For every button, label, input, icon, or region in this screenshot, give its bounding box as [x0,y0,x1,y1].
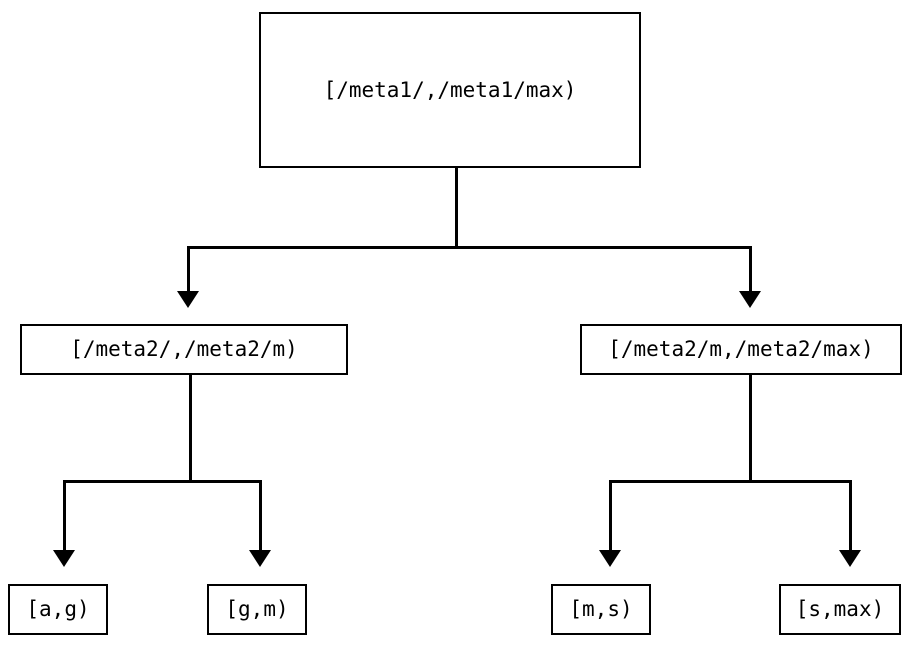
connector-mid-right-to-leaf-smax [849,480,852,551]
connector-mid-left-to-leaf-ag [63,480,66,551]
tree-node-leaf-ag-label: [a,g) [26,597,90,621]
arrowhead-root-to-mid-left-icon [177,291,199,308]
connector-root-stem [455,168,458,249]
tree-node-mid-left-label: [/meta2/,/meta2/m) [70,337,298,361]
connector-root-to-mid-right [749,246,752,292]
arrowhead-mid-right-to-leaf-smax-icon [839,550,861,567]
connector-mid-right-stem [749,375,752,483]
tree-node-leaf-ag[interactable]: [a,g) [8,584,108,635]
tree-node-mid-right-label: [/meta2/m,/meta2/max) [608,337,874,361]
arrowhead-root-to-mid-right-icon [739,291,761,308]
connector-mid-left-stem [189,375,192,483]
connector-root-bar [187,246,752,249]
tree-node-root-label: [/meta1/,/meta1/max) [323,77,577,102]
tree-node-root[interactable]: [/meta1/,/meta1/max) [259,12,641,168]
tree-node-leaf-smax[interactable]: [s,max) [779,584,901,635]
connector-root-to-mid-left [187,246,190,292]
arrowhead-mid-left-to-leaf-gm-icon [249,550,271,567]
connector-mid-left-bar [63,480,262,483]
tree-node-leaf-gm[interactable]: [g,m) [207,584,307,635]
connector-mid-right-to-leaf-ms [609,480,612,551]
tree-node-leaf-ms[interactable]: [m,s) [551,584,651,635]
tree-node-leaf-gm-label: [g,m) [225,597,289,621]
tree-node-leaf-ms-label: [m,s) [569,597,633,621]
tree-node-mid-right[interactable]: [/meta2/m,/meta2/max) [580,324,902,375]
arrowhead-mid-left-to-leaf-ag-icon [53,550,75,567]
tree-node-mid-left[interactable]: [/meta2/,/meta2/m) [20,324,348,375]
connector-mid-left-to-leaf-gm [259,480,262,551]
connector-mid-right-bar [609,480,852,483]
arrowhead-mid-right-to-leaf-ms-icon [599,550,621,567]
tree-node-leaf-smax-label: [s,max) [795,597,885,621]
